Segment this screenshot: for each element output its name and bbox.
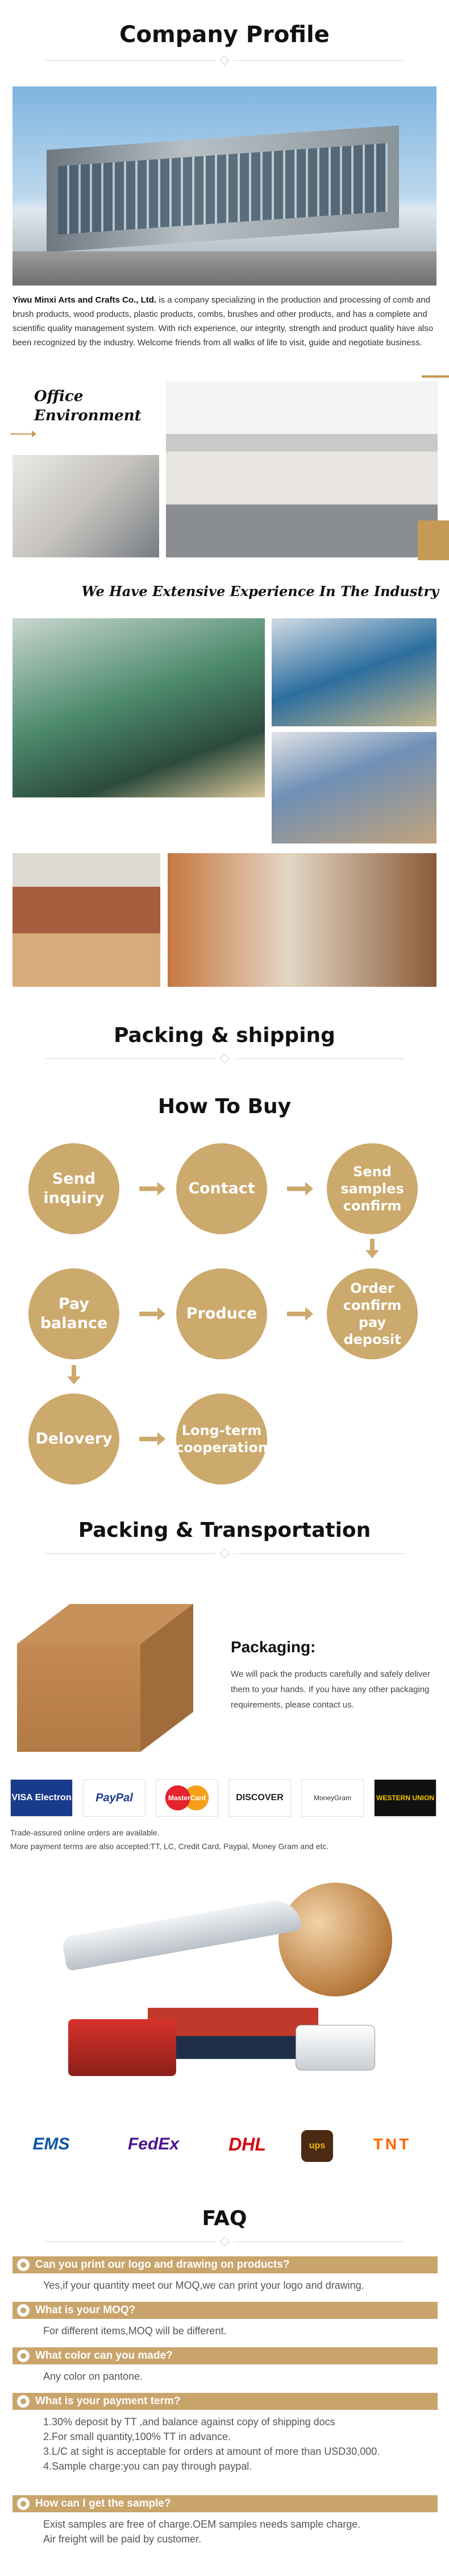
arrow-right-icon (287, 1182, 313, 1196)
mastercard-logo: MasterCard (156, 1779, 218, 1817)
diamond-icon (219, 55, 230, 65)
moneygram-logo: MoneyGram (301, 1779, 364, 1817)
factory-photo-production-line (13, 618, 265, 797)
arrow-right-icon (139, 1182, 165, 1196)
experience-title: We Have Extensive Experience In The Indu… (81, 583, 439, 599)
title-divider (0, 2236, 449, 2247)
diamond-icon (219, 2236, 230, 2247)
company-profile-title: Company Profile (119, 22, 330, 48)
faq-question: What color can you made? (13, 2347, 438, 2364)
company-intro: Yiwu Minxi Arts and Crafts Co., Ltd. is … (13, 293, 436, 350)
title-divider (0, 1053, 449, 1064)
arrow-left-icon (139, 1307, 165, 1321)
title-divider (0, 1548, 449, 1558)
office-photo-large (166, 381, 438, 557)
cargo-ship-icon (148, 2008, 318, 2059)
arrow-right-icon (10, 431, 36, 437)
step-produce: Produce (176, 1268, 267, 1359)
diamond-icon (219, 1053, 230, 1064)
faq-question: What is your MOQ? (13, 2302, 438, 2319)
diamond-icon (219, 1548, 230, 1558)
faq-question: Can you print our logo and drawing on pr… (13, 2256, 438, 2273)
company-intro-text: is a company specializing in the product… (13, 295, 434, 348)
western-union-logo: WESTERN UNION (374, 1779, 436, 1817)
packing-shipping-title: Packing & shipping (114, 1024, 335, 1047)
van-icon (296, 2025, 375, 2070)
how-to-buy-title: How To Buy (157, 1095, 292, 1118)
company-building-photo (13, 86, 436, 286)
office-environment-label: Office Environment (34, 388, 142, 424)
factory-photo-workers (272, 732, 436, 843)
paypal-logo: PayPal (83, 1779, 145, 1817)
arrow-down-icon (67, 1365, 81, 1384)
discover-logo: DISCOVER (228, 1779, 291, 1817)
arrow-right-icon (139, 1432, 165, 1446)
packing-transportation-title: Packing & Transportation (78, 1519, 371, 1542)
truck-icon (68, 2019, 176, 2076)
step-delovery: Delovery (28, 1394, 119, 1485)
title-divider (0, 55, 449, 65)
gold-accent-block (418, 520, 449, 560)
factory-photo-workshop (272, 618, 436, 726)
visa-electron-logo: VISA Electron (10, 1779, 73, 1817)
arrow-left-icon (287, 1307, 313, 1321)
arrow-down-icon (365, 1239, 379, 1258)
faq-answer: Any color on pantone. (43, 2371, 143, 2382)
step-contact: Contact (176, 1143, 267, 1234)
packaging-heading: Packaging: (231, 1638, 316, 1656)
airplane-icon (61, 1896, 303, 1972)
faq-question: What is your payment term? (13, 2393, 438, 2410)
warehouse-photo-large (168, 853, 436, 987)
globe-icon (278, 1883, 392, 1996)
warehouse-photo-small (13, 853, 160, 987)
gold-accent-bar (422, 375, 449, 378)
fedex-logo: FedEx (127, 2135, 180, 2153)
office-photo-meeting (13, 455, 159, 557)
payment-note: Trade-assured online orders are availabl… (10, 1828, 329, 1851)
tnt-logo: TNT (373, 2135, 411, 2153)
chat-bubble-icon (17, 2304, 30, 2317)
dhl-logo: DHL (228, 2133, 266, 2155)
faq-title: FAQ (202, 2207, 247, 2230)
ups-logo: ups (301, 2130, 333, 2162)
faq-answer: Exist samples are free of charge.OEM sam… (43, 2519, 361, 2545)
chat-bubble-icon (17, 2259, 30, 2271)
faq-question: How can I get the sample? (13, 2495, 438, 2512)
chat-bubble-icon (17, 2498, 30, 2510)
faq-answer: For different items,MOQ will be differen… (43, 2325, 227, 2337)
ems-logo: EMS (32, 2135, 70, 2153)
chat-bubble-icon (17, 2395, 30, 2408)
company-name: Yiwu Minxi Arts and Crafts Co., Ltd. (13, 295, 157, 305)
faq-answer: 1.30% deposit by TT ,and balance against… (43, 2416, 380, 2472)
chat-bubble-icon (17, 2350, 30, 2362)
carton-box-image (17, 1604, 193, 1752)
packaging-text: We will pack the products carefully and … (231, 1669, 430, 1710)
faq-answer: Yes,if your quantity meet our MOQ,we can… (43, 2280, 364, 2291)
logistics-illustration (51, 1877, 404, 2087)
